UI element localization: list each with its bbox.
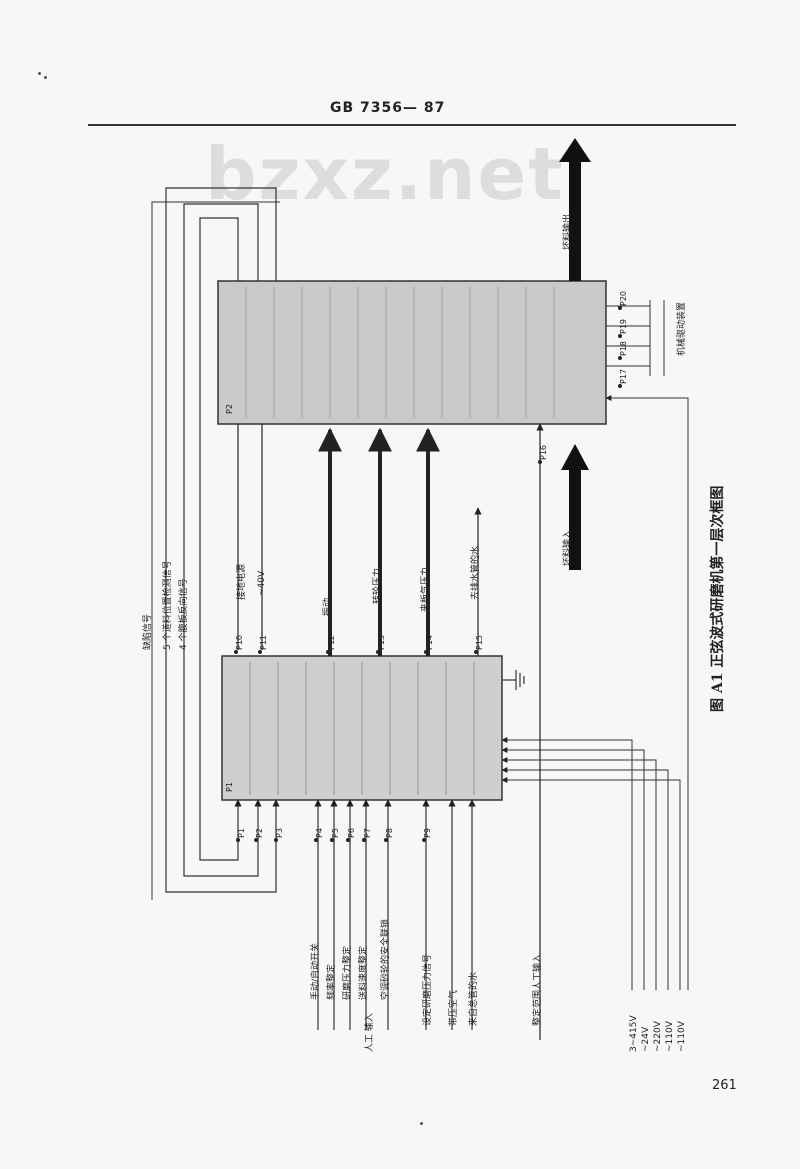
drive-links <box>606 300 665 376</box>
machine-hatch <box>245 287 555 418</box>
port-dot <box>618 384 622 388</box>
port-label: P11 <box>259 635 268 650</box>
port-dot <box>424 650 428 654</box>
figure-caption: 图 A1 正弦波式研磨机第一层次框图 <box>709 486 726 712</box>
power-input-label: ~110V <box>665 1020 675 1052</box>
power-input-label: ~110V <box>677 1020 687 1052</box>
port-dot <box>314 838 318 842</box>
middle-signal-label: 转轮压力 <box>371 568 383 604</box>
port-labels: P1 P2 P3 P4 P5 P6 P7 P8 P9 P10 P11 P12 P13 P14 P15 P16 P… <box>234 291 628 842</box>
port-label: P15 <box>475 635 484 650</box>
port-dot <box>618 334 622 338</box>
port-label: P19 <box>619 319 628 334</box>
port-dot <box>326 650 330 654</box>
middle-signal-label: ~40V <box>257 570 267 596</box>
port-label: P18 <box>619 341 628 356</box>
manual-input-label: 频率整定 <box>325 964 337 1000</box>
power-input-label: ~24V <box>641 1026 651 1052</box>
port-dot <box>376 650 380 654</box>
material-flow <box>559 138 591 570</box>
scan-speck <box>44 76 47 79</box>
port-dot <box>422 838 426 842</box>
port-dot <box>474 650 478 654</box>
top-signal-label: 5 个道料位置检测信号 <box>161 560 173 650</box>
power-lines <box>501 395 689 990</box>
manual-group-label: 人工 输入 <box>363 1013 375 1052</box>
port-label: P8 <box>385 828 394 838</box>
p2-label: P2 <box>225 404 234 414</box>
manual-input-label: 送料速度整定 <box>357 946 369 1000</box>
port-dot <box>234 650 238 654</box>
port-label: P17 <box>619 369 628 384</box>
p1-input-lines <box>234 799 476 1030</box>
middle-signal-label: 接地电源 <box>235 564 247 600</box>
manual-input-label: 手动/自动开关 <box>309 943 321 1000</box>
port-dot <box>538 460 542 464</box>
middle-signal-label: 振动 <box>321 598 333 616</box>
other-input-label: 来自总管的水 <box>467 972 479 1026</box>
outer-loop <box>151 201 280 900</box>
scan-speck <box>420 1122 423 1125</box>
other-input-label: 设定研磨压力信号 <box>421 954 433 1026</box>
port-label: P10 <box>235 635 244 650</box>
top-signal-label: 缺陷信号 <box>141 614 153 650</box>
port-label: P7 <box>363 828 372 838</box>
port-label: P13 <box>377 635 386 650</box>
port-dot <box>254 838 258 842</box>
port-dot <box>362 838 366 842</box>
port-label: P5 <box>331 828 340 838</box>
page-header: GB 7356— 87 <box>330 100 446 116</box>
feedback-loops <box>165 187 277 893</box>
port-dot <box>236 838 240 842</box>
port-dot <box>384 838 388 842</box>
manual-input-label: 研磨压力整定 <box>341 946 353 1000</box>
middle-signal-label: 去排水管的水 <box>469 546 481 600</box>
port-label: P3 <box>275 828 284 838</box>
port-dot <box>346 838 350 842</box>
power-input-label: ~220V <box>653 1020 663 1052</box>
p1-label: P1 <box>225 782 234 792</box>
port-dot <box>618 356 622 360</box>
controller-hatch <box>249 662 475 795</box>
power-input-label: 3~415V <box>629 1015 639 1052</box>
port-label: P16 <box>539 445 548 460</box>
p1-p2-connections <box>237 423 544 1040</box>
signal-labels: 缺陷信号 5 个道料位置检测信号 4 个腹板反向信号 接地电源 ~40V 振动 转轮压力 夹板… <box>141 214 687 1052</box>
header-rule <box>88 124 736 126</box>
port-label: P9 <box>423 828 432 838</box>
material-input-label: 坯料输入 <box>561 530 573 566</box>
machine-block <box>217 280 607 425</box>
other-input-label: 带压空气 <box>447 990 459 1026</box>
material-output-label: 坯料输出 <box>561 214 573 250</box>
port-dot <box>274 838 278 842</box>
top-signal-label: 4 个腹板反向信号 <box>177 578 189 650</box>
middle-signal-label: 夹板气压力 <box>419 567 431 612</box>
port-dot <box>258 650 262 654</box>
scan-speck <box>38 72 41 75</box>
port-label: P4 <box>315 828 324 838</box>
manual-input-label: 空调砂轮的安全联锁 <box>379 919 391 1000</box>
port-label: P20 <box>619 291 628 306</box>
ground-symbol <box>502 670 525 690</box>
port-label: P14 <box>425 635 434 650</box>
other-input-label: 整定范围人工输入 <box>531 954 543 1026</box>
port-label: P12 <box>327 635 336 650</box>
drive-label: 机械驱动装置 <box>675 302 687 356</box>
page-number: 261 <box>712 1078 737 1093</box>
port-dot <box>618 306 622 310</box>
port-label: P6 <box>347 828 356 838</box>
port-label: P1 <box>237 828 246 838</box>
port-label: P2 <box>255 828 264 838</box>
port-dot <box>330 838 334 842</box>
